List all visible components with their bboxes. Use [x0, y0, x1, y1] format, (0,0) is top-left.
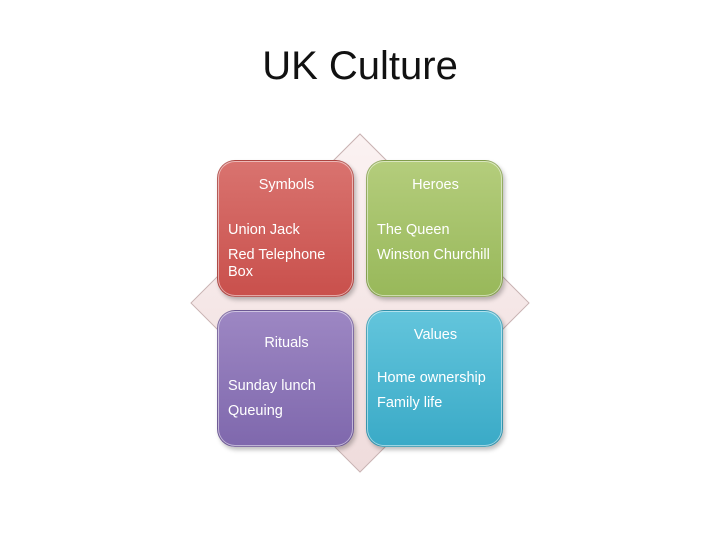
- values-item: Family life: [377, 394, 443, 411]
- values-item: Home ownership: [377, 370, 486, 387]
- rituals-item: Sunday lunch: [228, 378, 316, 395]
- rituals-item: Queuing: [228, 402, 283, 419]
- rituals-heading: Rituals: [264, 335, 309, 351]
- rituals-box: Rituals Sunday lunch Queuing: [217, 310, 354, 447]
- heroes-heading: Heroes: [412, 177, 459, 193]
- symbols-box: Symbols Union Jack Red Telephone Box: [217, 160, 354, 297]
- slide-title: UK Culture: [262, 44, 458, 88]
- heroes-item: Winston Churchill: [377, 246, 490, 263]
- symbols-heading: Symbols: [258, 177, 315, 193]
- symbols-item: Union Jack: [228, 222, 300, 239]
- values-box: Values Home ownership Family life: [366, 310, 503, 447]
- values-heading: Values: [413, 327, 458, 343]
- symbols-item: Red Telephone Box: [228, 246, 326, 281]
- heroes-box: Heroes The Queen Winston Churchill: [366, 160, 503, 297]
- heroes-item: The Queen: [377, 222, 450, 239]
